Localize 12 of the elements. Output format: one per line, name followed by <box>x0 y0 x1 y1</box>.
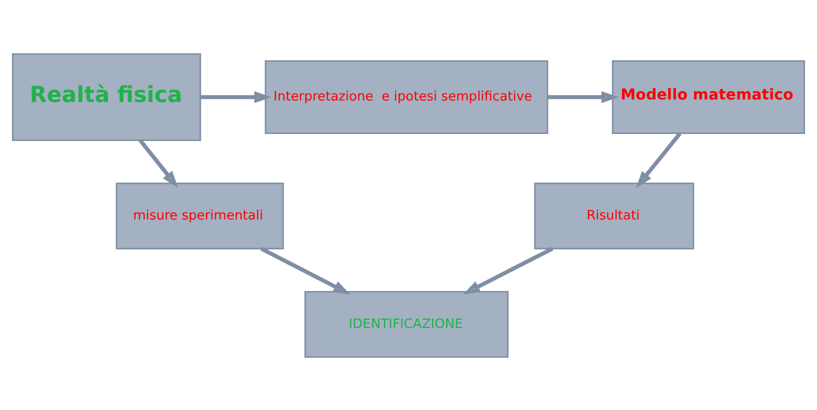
node-box: Interpretazione e ipotesi semplificative <box>264 60 548 134</box>
node-box: IDENTIFICAZIONE <box>304 290 509 358</box>
node-box: misure sperimentali <box>116 182 284 249</box>
arrow <box>636 132 682 188</box>
arrow <box>200 90 272 103</box>
arrow <box>547 90 619 103</box>
node-box: Modello matematico <box>612 60 806 134</box>
arrow <box>260 246 350 294</box>
arrow <box>138 138 178 188</box>
node-box: Risultati <box>534 182 694 249</box>
arrow <box>462 246 554 294</box>
node-box: Realtà fisica <box>12 52 202 141</box>
